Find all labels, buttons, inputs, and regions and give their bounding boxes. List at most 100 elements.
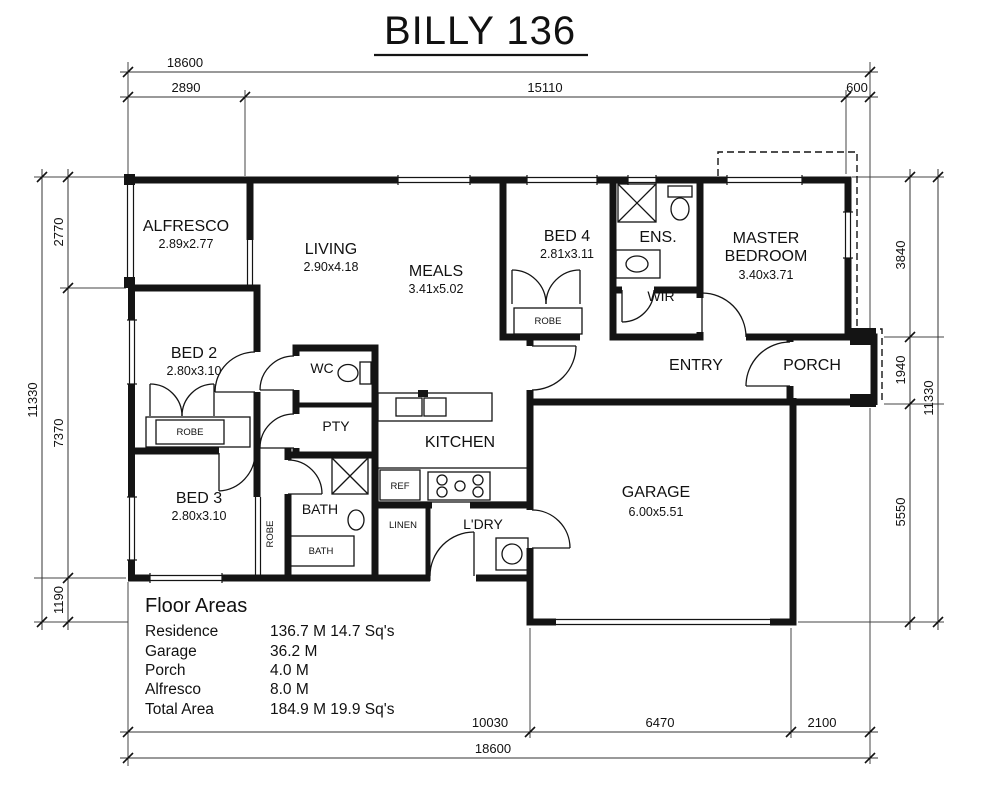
window-bed2-left [127,319,137,385]
kitchen-island [377,390,493,422]
laundry-tub [495,537,529,571]
cooktop [427,471,491,501]
label-wir: WIR [647,288,674,304]
dimension-lines-bottom: 10030 6470 2100 18600 [120,715,878,764]
bed4-robe-label: ROBE [535,316,562,327]
fridge-space [379,469,421,501]
bed2-robe-box: ROBE [145,416,251,448]
floor-areas-row-value: 8.0 M [270,681,309,698]
window-bed3-left [127,496,137,561]
label-laundry: L'DRY [463,516,503,532]
size-master: 3.40x3.71 [739,268,794,282]
eave-dashed-outline [717,151,883,404]
label-porch: PORCH [783,357,841,374]
size-living: 2.90x4.18 [304,260,359,274]
dimension-lines-left: 11330 2770 7370 1190 [25,169,74,630]
alfresco-post-bottom [124,277,135,288]
master-door [701,292,747,338]
label-bed2: BED 2 [171,345,217,362]
label-living: LIVING [305,241,357,258]
label-entry: ENTRY [669,357,723,374]
dim-top-overall: 18600 [167,55,203,70]
floor-areas-row-label: Alfresco [145,681,201,698]
bath-tub: BATH [287,535,355,567]
floor-areas-row-value: 4.0 M [270,662,309,679]
dim-right-seg2: 1940 [893,356,908,385]
linen-label: LINEN [389,520,417,531]
window-ens-top [627,175,657,185]
bed4-robe-doors [511,269,581,305]
bed3-robe-label: ROBE [265,521,276,548]
windows [127,175,853,626]
title-block: BILLY 136 [374,9,588,57]
porch-pier-top [850,328,876,345]
wc-toilet [337,361,372,385]
bath-door [287,459,323,495]
linen-closet: LINEN [389,520,417,531]
floor-areas: Floor Areas Residence 136.7 M 14.7 Sq's … [145,595,395,718]
label-bed3: BED 3 [176,490,222,507]
dim-bottom-overall: 18600 [475,741,511,756]
interior-walls [128,176,704,582]
dim-left-overall: 11330 [25,382,40,417]
label-bath: BATH [302,501,338,517]
ensuite-door [621,289,655,323]
size-bed4: 2.81x3.11 [540,247,594,261]
floor-areas-row-label: Porch [145,662,186,679]
front-entry-door [745,341,791,387]
size-bed3: 2.80x3.10 [172,509,227,523]
doors [149,269,791,577]
porch-pier-bottom [850,394,876,407]
label-meals: MEALS [409,263,463,280]
ensuite-toilet [667,185,693,221]
dim-bottom-seg3: 2100 [808,715,837,730]
dim-right-overall: 11330 [921,380,936,415]
bath-shower [331,457,369,495]
label-garage: GARAGE [622,484,690,501]
fixtures: BATH ROBE ROB [145,183,693,571]
floor-areas-row-label: Residence [145,623,218,640]
window-bed3-bottom [149,573,223,583]
size-garage: 6.00x5.51 [629,505,684,519]
bed2-robe-doors [149,383,215,417]
fridge-label: REF [391,481,410,492]
label-ensuite: ENS. [639,229,676,246]
bed2-door [214,351,256,393]
label-pantry: PTY [322,418,350,434]
dimension-lines-right: 3840 1940 5550 11330 [893,169,944,630]
floor-areas-row-label: Garage [145,643,197,660]
dim-bottom-seg1: 10030 [472,715,508,730]
label-alfresco: ALFRESCO [143,218,229,235]
floor-areas-row-value: 184.9 M 19.9 Sq's [270,701,395,718]
meals-entry-door [531,345,577,391]
size-bed2: 2.80x3.10 [167,364,222,378]
dim-top-seg2: 15110 [527,80,562,95]
window-master-right [843,211,853,259]
dim-left-seg1: 2770 [51,218,66,247]
kitchen-tap [418,390,428,397]
size-meals: 3.41x5.02 [409,282,464,296]
size-alfresco: 2.89x2.77 [159,237,214,251]
bath-basin [347,509,365,531]
label-bed4: BED 4 [544,228,590,245]
bed3-robe-strip: ROBE [265,521,276,548]
label-master-line2: BEDROOM [725,248,808,265]
floor-areas-row-value: 136.7 M 14.7 Sq's [270,623,395,640]
dim-left-seg3: 1190 [51,586,66,614]
dim-top-seg3: 600 [846,80,868,95]
floor-areas-row-value: 36.2 M [270,643,317,660]
page-title: BILLY 136 [384,9,576,53]
garage-door [556,618,770,626]
bed2-robe-label: ROBE [177,427,204,438]
label-wc: WC [310,360,333,376]
dim-top-seg1: 2890 [172,80,201,95]
dim-right-seg3: 5550 [893,498,908,527]
ensuite-basin [615,249,661,279]
bed3-door [218,452,256,492]
extension-lines [34,62,944,766]
floor-areas-heading: Floor Areas [145,595,247,617]
alfresco-post-top [124,174,135,185]
bath-tub-label: BATH [309,546,334,557]
laundry-garage-door [531,509,571,549]
